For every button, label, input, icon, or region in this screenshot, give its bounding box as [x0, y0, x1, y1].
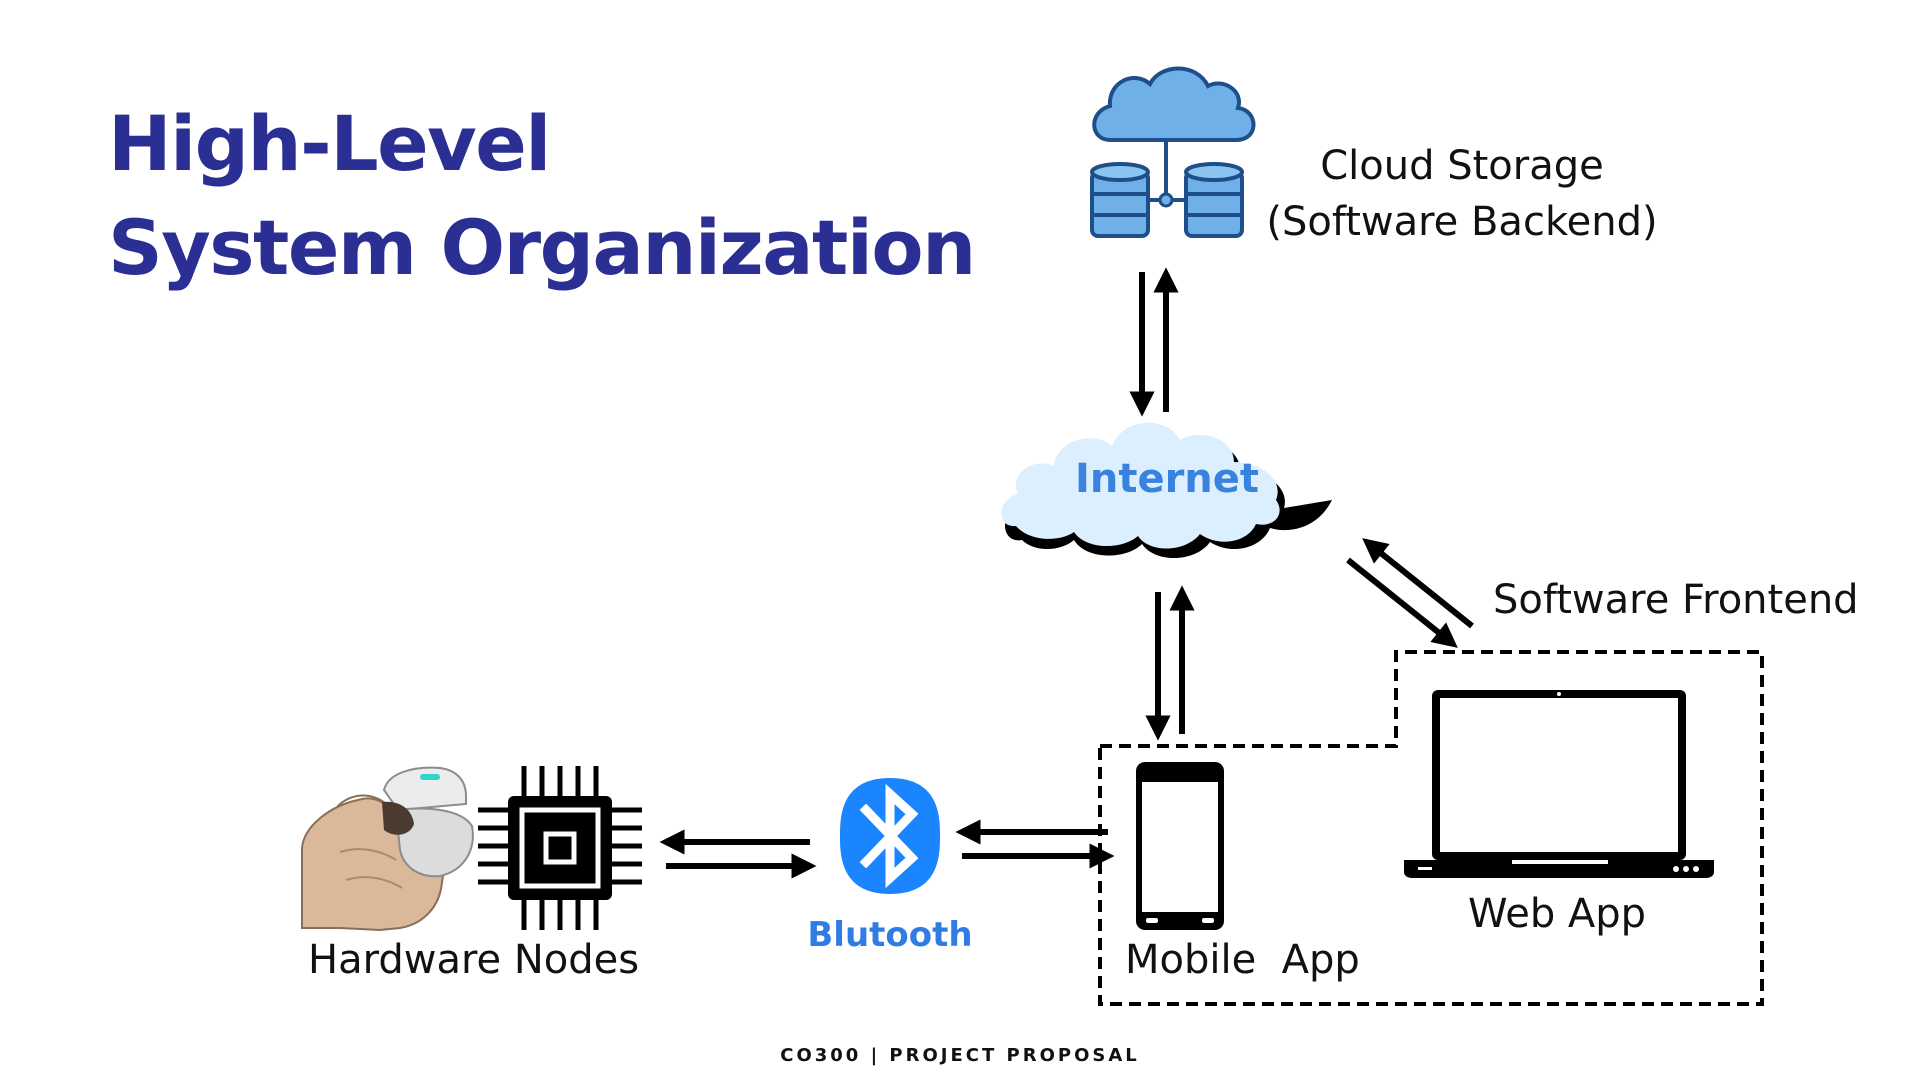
laptop-icon	[1404, 690, 1714, 878]
microchip-icon	[478, 766, 642, 930]
cloud-database-icon	[1090, 66, 1256, 238]
internet-cloud-icon: Internet	[1001, 422, 1332, 559]
cloud-storage-line-1: Cloud Storage	[1320, 143, 1604, 189]
software-frontend-boundary	[1098, 650, 1764, 1006]
mobile-app-label: Mobile App	[1125, 937, 1360, 983]
arrow-webapp-to-internet	[1362, 538, 1474, 629]
arrow-internet-to-webapp	[1346, 557, 1458, 648]
bluetooth-label: Blutooth	[807, 915, 972, 955]
hardware-nodes-label: Hardware Nodes	[308, 937, 640, 983]
internet-label: Internet	[1075, 456, 1259, 502]
cloud-storage-label: Cloud Storage (Software Backend)	[1262, 138, 1662, 250]
web-app-label: Web App	[1468, 891, 1647, 937]
title-line-1: High-Level	[108, 99, 551, 188]
title-line-2: System Organization	[108, 203, 976, 292]
smartphone-icon	[1136, 762, 1224, 930]
footer-text: CO300 | PROJECT PROPOSAL	[780, 1045, 1140, 1066]
page-title: High-Level System Organization	[108, 92, 1008, 300]
cloud-storage-line-2: (Software Backend)	[1266, 199, 1658, 245]
software-frontend-label: Software Frontend	[1493, 577, 1859, 623]
bluetooth-icon: Blutooth	[807, 778, 973, 955]
finger-sensor-icon	[301, 766, 474, 932]
